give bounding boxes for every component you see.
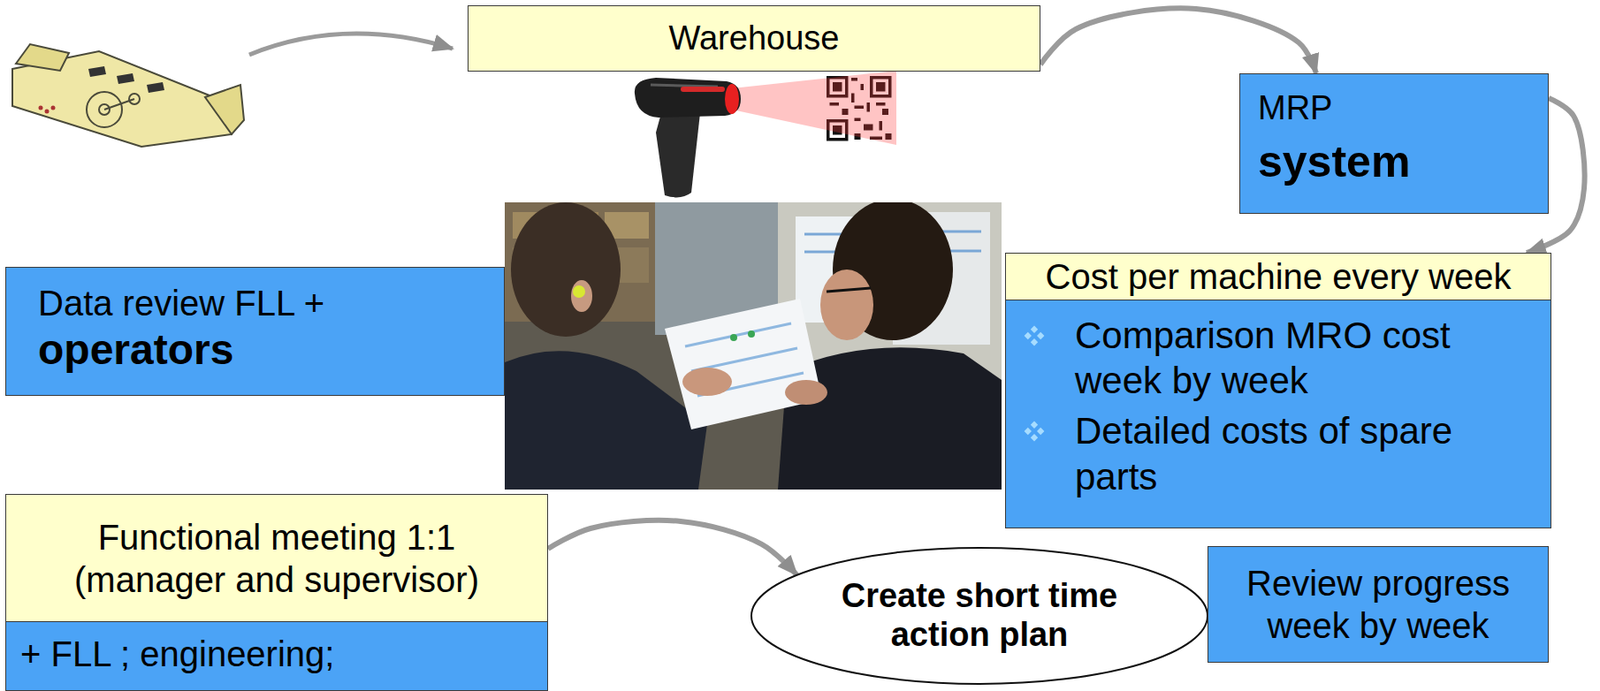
machine-dot bbox=[51, 106, 56, 111]
sheet-line bbox=[685, 323, 792, 347]
scan-beam bbox=[731, 70, 897, 145]
machine-dot bbox=[38, 106, 44, 111]
sheet-mark bbox=[747, 330, 755, 338]
photo bbox=[504, 202, 1002, 490]
barcode-scanner bbox=[634, 70, 897, 198]
system-box: MRP system bbox=[1239, 73, 1549, 214]
bullet-item: Comparison MRO cost week by week bbox=[1074, 312, 1539, 404]
progress-box: Review progress week by week bbox=[1207, 546, 1549, 663]
ellipse-shape bbox=[751, 548, 1208, 685]
node-text: operators bbox=[38, 324, 488, 376]
cost-panel: Cost per machine every weekComparison MR… bbox=[1005, 252, 1552, 529]
worker-ear bbox=[571, 280, 593, 313]
node-text: + FLL ; engineering; bbox=[20, 632, 534, 676]
node-text: MRP bbox=[1257, 86, 1531, 130]
scanner-handle bbox=[655, 113, 701, 198]
bullet-diamond bbox=[1036, 427, 1044, 435]
scanner-stripe bbox=[680, 86, 725, 92]
bullet-item: Detailed costs of spare parts bbox=[1074, 408, 1539, 499]
machine-slot bbox=[116, 73, 135, 84]
warehouse-box: Warehouse bbox=[467, 5, 1041, 72]
bullet-diamond bbox=[1030, 338, 1038, 346]
scanner-head bbox=[634, 77, 741, 118]
bullet-symbol bbox=[1023, 325, 1045, 347]
worker-head bbox=[510, 202, 621, 337]
review-box: Data review FLL +operators bbox=[5, 266, 505, 397]
flow-arrow bbox=[548, 520, 798, 576]
machine-dot bbox=[45, 109, 50, 115]
node-text: Functional meeting 1:1 (manager and supe… bbox=[29, 516, 525, 602]
flow-arrow bbox=[249, 33, 453, 55]
bullet-diamond bbox=[1024, 332, 1032, 340]
machine-slot bbox=[88, 66, 107, 77]
meeting-header: Functional meeting 1:1 (manager and supe… bbox=[5, 494, 549, 623]
bullet-diamond bbox=[1024, 427, 1032, 435]
bullet-text: Detailed costs of spare parts bbox=[1074, 408, 1539, 499]
meeting-attendees: + FLL ; engineering; bbox=[5, 622, 549, 691]
node-text: Review progress week by week bbox=[1217, 562, 1540, 648]
machine-hopper bbox=[15, 44, 69, 71]
sheet-mark bbox=[730, 334, 738, 342]
bullet-text: Comparison MRO cost week by week bbox=[1074, 312, 1539, 404]
machine-slot bbox=[146, 82, 165, 93]
scanner-window bbox=[724, 83, 740, 115]
node-text: system bbox=[1257, 137, 1531, 189]
node-text: Warehouse bbox=[669, 19, 840, 59]
machine-pulley bbox=[129, 93, 140, 105]
bullet-diamond bbox=[1030, 326, 1038, 334]
node-text: Create short time action plan bbox=[829, 577, 1130, 655]
meeting-box: Functional meeting 1:1 (manager and supe… bbox=[5, 494, 549, 691]
worker-face bbox=[820, 269, 874, 341]
ear-plug bbox=[572, 285, 586, 298]
bullet-diamond bbox=[1030, 421, 1038, 429]
machine-sketch bbox=[12, 44, 244, 147]
bullet-diamond bbox=[1036, 332, 1044, 340]
node-text: Cost per machine every week bbox=[1045, 255, 1512, 298]
worker-hand bbox=[784, 380, 828, 405]
node-text: Data review FLL + bbox=[38, 281, 488, 325]
worker-hand bbox=[682, 367, 732, 397]
glasses bbox=[826, 288, 871, 292]
scanner-highlight bbox=[650, 84, 718, 87]
machine-outlet bbox=[205, 84, 244, 135]
panel-body: Comparison MRO cost week by weekDetailed… bbox=[1005, 300, 1552, 529]
held-sheet bbox=[664, 298, 823, 430]
action-ellipse: Create short time action plan bbox=[749, 546, 1210, 686]
panel-header: Cost per machine every week bbox=[1005, 252, 1552, 301]
bullet-diamond bbox=[1030, 434, 1038, 442]
bullet-symbol bbox=[1023, 420, 1045, 442]
flow-arrow bbox=[1040, 7, 1317, 74]
